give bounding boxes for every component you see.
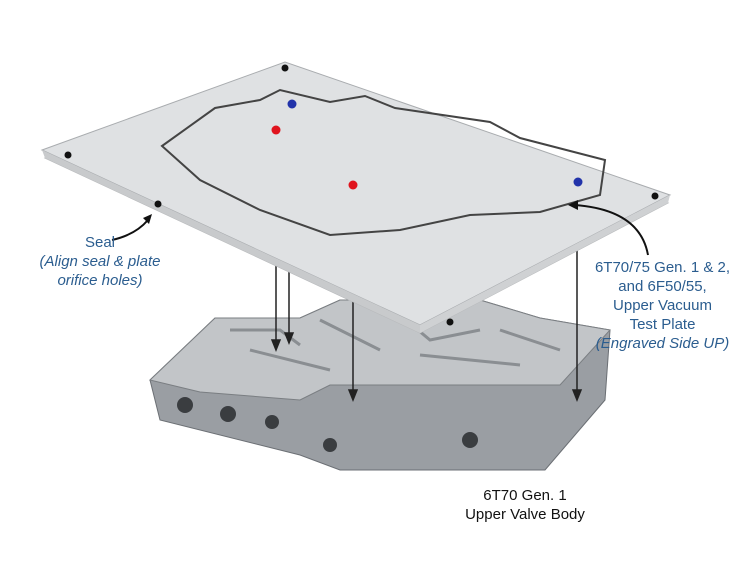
- test-plate: [40, 61, 672, 334]
- plate-label-line: 6T70/75 Gen. 1 & 2,: [594, 259, 731, 276]
- blue-marker: [573, 177, 583, 187]
- plate-callout-arrow: [568, 200, 649, 256]
- valve-body-ports: [177, 397, 478, 452]
- blue-marker: [287, 99, 297, 109]
- red-marker: [348, 180, 358, 190]
- valve-body-label: 6T70 Gen. 1 Upper Valve Body: [430, 486, 620, 524]
- valve-body-label-line: Upper Valve Body: [465, 506, 585, 523]
- seal-title: Seal: [84, 234, 116, 251]
- plate-label-line: Upper Vacuum: [613, 297, 712, 314]
- plate-label-line: Test Plate: [629, 316, 696, 333]
- valve-body-label-line: 6T70 Gen. 1: [483, 487, 567, 504]
- red-marker: [271, 125, 281, 135]
- screw-holes: [64, 64, 659, 326]
- plate-label-line: and 6F50/55,: [618, 278, 707, 295]
- valve-body: [148, 299, 611, 471]
- seal-note: orifice holes): [57, 272, 143, 289]
- valve-body-channels: [230, 313, 561, 372]
- seal-label: Seal (Align seal & plate orifice holes): [0, 233, 200, 290]
- seal-callout-arrow: [111, 214, 152, 241]
- seal-note: (Align seal & plate: [39, 253, 161, 270]
- plate-note: (Engraved Side UP): [595, 335, 730, 352]
- seal-outline: [160, 88, 607, 237]
- plate-label: 6T70/75 Gen. 1 & 2, and 6F50/55, Upper V…: [575, 258, 750, 353]
